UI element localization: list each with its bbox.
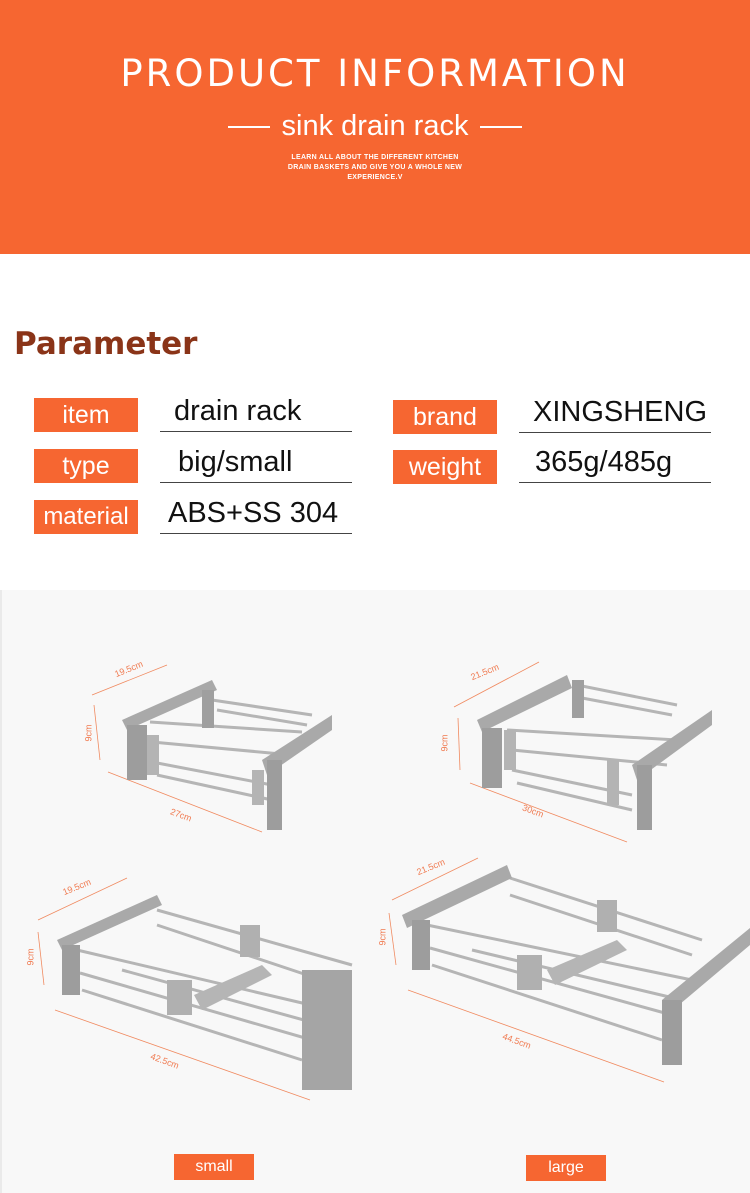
param-label-item: item xyxy=(34,398,138,432)
subtitle-text: sink drain rack xyxy=(281,110,469,142)
divider-left xyxy=(227,125,270,128)
dim-height: 9cm xyxy=(25,948,36,966)
param-value-brand: XINGSHENG xyxy=(519,397,711,433)
rack-image-small-extended: 19.5cm 9cm 42.5cm xyxy=(22,860,372,1110)
param-label-material: material xyxy=(34,500,138,534)
dim-height: 9cm xyxy=(83,724,94,742)
param-value-material: ABS+SS 304 xyxy=(160,498,352,534)
dim-height: 9cm xyxy=(439,734,450,752)
hero-banner: PRODUCT INFORMATION sink drain rack LEAR… xyxy=(0,0,750,254)
param-value-weight: 365g/485g xyxy=(519,447,711,483)
description-line: DRAIN BASKETS AND GIVE YOU A WHOLE NEW xyxy=(287,164,463,171)
param-label-weight: weight xyxy=(393,450,497,484)
param-label-brand: brand xyxy=(393,400,497,434)
description-line: EXPERIENCE.V xyxy=(347,174,403,181)
product-subtitle: sink drain rack xyxy=(0,110,750,143)
description-line: LEARN ALL ABOUT THE DIFFERENT KITCHEN xyxy=(291,154,459,161)
param-value-item: drain rack xyxy=(160,396,352,432)
divider-right xyxy=(480,125,523,128)
dim-height: 9cm xyxy=(377,928,388,946)
param-value-type: big/small xyxy=(160,447,352,483)
rack-illustration xyxy=(37,877,353,1101)
product-gallery: 19.5cm 9cm 27cm xyxy=(0,590,750,1193)
rack-image-large-extended: 21.5cm 9cm 44.5cm xyxy=(372,850,750,1100)
rack-illustration xyxy=(453,661,712,843)
page-title: PRODUCT INFORMATION xyxy=(120,52,630,95)
size-tag-large: large xyxy=(526,1155,606,1181)
rack-image-large-collapsed: 21.5cm 9cm 30cm xyxy=(432,650,722,850)
rack-illustration xyxy=(91,664,332,833)
parameter-heading: Parameter xyxy=(14,326,198,362)
size-tag-small: small xyxy=(174,1154,254,1180)
rack-illustration xyxy=(388,857,750,1083)
param-label-type: type xyxy=(34,449,138,483)
rack-image-small-collapsed: 19.5cm 9cm 27cm xyxy=(72,650,352,850)
hero-description: LEARN ALL ABOUT THE DIFFERENT KITCHEN DR… xyxy=(0,153,750,183)
